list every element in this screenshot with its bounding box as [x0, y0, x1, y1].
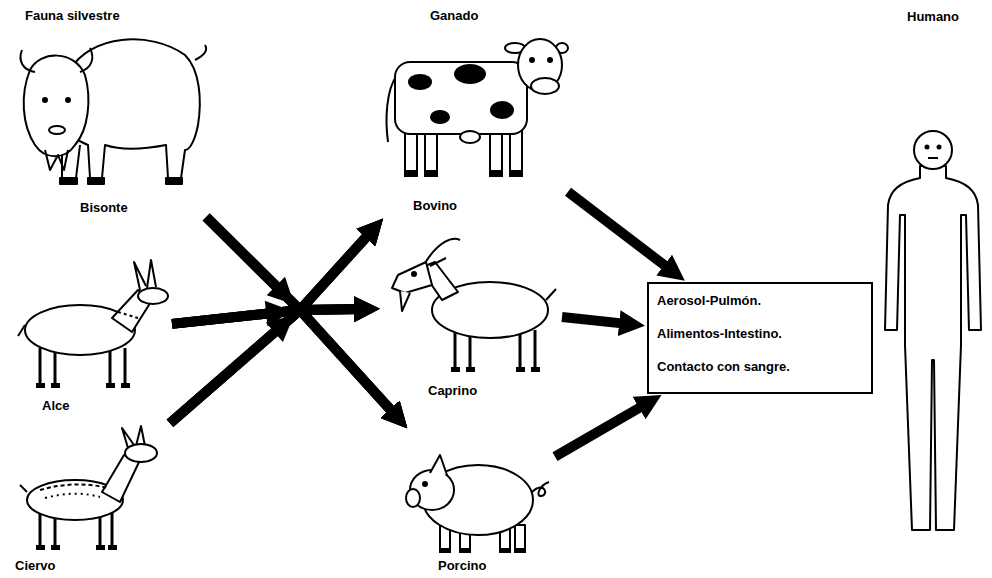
bison-drawing — [21, 39, 207, 184]
figure-label: Ciervo — [15, 558, 55, 573]
figure-label: Alce — [42, 398, 69, 413]
animal-figure: Alce — [12, 250, 172, 415]
flow-arrow — [170, 309, 364, 423]
animal-figure: Bisonte — [8, 22, 208, 217]
animal-figure: Porcino — [395, 430, 555, 576]
figure-label: Humano — [880, 6, 986, 24]
flow-arrow — [555, 403, 648, 457]
group-heading: Fauna silvestre — [25, 8, 120, 23]
elk-drawing — [18, 260, 168, 388]
animal-figure: Caprino — [382, 215, 562, 400]
animal-figure: Ciervo — [5, 415, 170, 575]
route-text: Alimentos-Intestino. — [657, 326, 861, 341]
route-box: Aerosol-Pulmón. Alimentos-Intestino. Conta… — [647, 282, 873, 394]
human-figure-node: Humano — [880, 6, 986, 551]
flow-arrow — [562, 317, 629, 324]
deer-drawing — [20, 426, 157, 550]
flow-arrow — [568, 192, 672, 271]
goat-drawing — [392, 239, 556, 372]
route-text: Contacto con sangre. — [657, 359, 861, 374]
pig-drawing — [406, 455, 549, 553]
figure-label: Bisonte — [80, 200, 128, 215]
flow-arrow — [172, 310, 397, 417]
cow-drawing — [387, 39, 568, 177]
flow-arrow — [170, 310, 397, 423]
group-heading: Ganado — [430, 8, 478, 23]
figure-label: Bovino — [413, 198, 457, 213]
human-figure — [885, 131, 981, 530]
route-text: Aerosol-Pulmón. — [657, 293, 861, 308]
junction-arrowhead — [266, 315, 294, 342]
animal-figure: Bovino — [378, 22, 568, 217]
figure-label: Caprino — [428, 383, 477, 398]
figure-label: Porcino — [438, 558, 486, 573]
junction-arrowhead — [267, 277, 295, 305]
